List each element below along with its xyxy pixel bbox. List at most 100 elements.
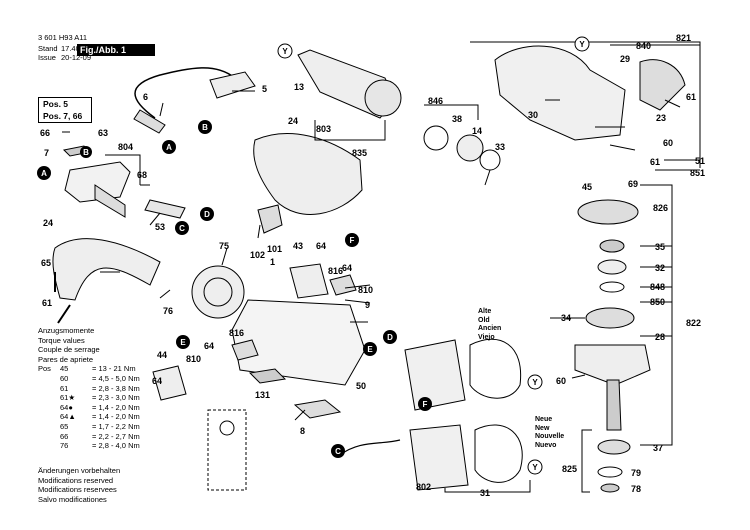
- torque-value: = 2,8 - 4,0 Nm: [92, 441, 140, 451]
- part-number-label: 61: [686, 92, 696, 102]
- part-number-label: 850: [650, 297, 665, 307]
- part-number-label: 7: [44, 148, 49, 158]
- part-number-label: 75: [219, 241, 229, 251]
- bracket-804: [105, 154, 141, 185]
- part-number-label: 68: [137, 170, 147, 180]
- torque-value: = 1,4 - 2,0 Nm: [92, 402, 140, 412]
- part-number-label: 803: [316, 124, 331, 134]
- legend-old-fr: Ancien: [478, 325, 502, 332]
- part-number-label: 9: [365, 300, 370, 310]
- part-number-label: 5: [262, 84, 267, 94]
- spindle: [606, 379, 622, 431]
- part-number-label: 816: [229, 328, 244, 338]
- part-number-label: 60: [556, 376, 566, 386]
- part-number-label: 61: [42, 298, 52, 308]
- part-number-label: 43: [293, 241, 303, 251]
- part-number-label: 810: [358, 285, 373, 295]
- connector-e: E: [367, 345, 373, 354]
- part-number-label: 835: [352, 148, 367, 158]
- cord-plug: [209, 71, 256, 99]
- torque-row: 76= 2,8 - 4,0 Nm: [38, 441, 140, 451]
- positions-line-1: Pos. 5: [43, 99, 69, 109]
- positions-box: Pos. 5 Pos. 7, 66: [38, 97, 92, 123]
- torque-pos: 61: [60, 383, 69, 393]
- bracket-44: [152, 365, 187, 401]
- motor-housing: [231, 299, 366, 386]
- part-number-label: 45: [582, 182, 592, 192]
- switch-slider: [144, 199, 186, 219]
- flange-34: [585, 307, 635, 329]
- issue-value: 20-12-09: [61, 53, 92, 62]
- torque-value: = 13 - 21 Nm: [92, 364, 136, 374]
- stand-label: Stand: [38, 44, 58, 53]
- bearing-33: [479, 149, 501, 171]
- issue-label: Issue: [38, 53, 56, 62]
- bracket-825: [581, 429, 592, 493]
- connector-c: C: [179, 224, 185, 233]
- ring-848: [599, 281, 625, 293]
- part-number-label: 53: [155, 222, 165, 232]
- torque-value: = 2,2 - 2,7 Nm: [92, 431, 140, 441]
- part-number-label: 14: [472, 126, 482, 136]
- part-number-label: 802: [416, 482, 431, 492]
- torque-value: = 2,8 - 3,8 Nm: [92, 383, 140, 393]
- clamp-816-bot: [231, 339, 259, 361]
- cover-8: [293, 399, 342, 419]
- fan-ring: [191, 265, 245, 319]
- bracket-822: [640, 184, 673, 446]
- part-number-label: 821: [676, 33, 691, 43]
- torque-row: 65= 1,7 - 2,2 Nm: [38, 422, 140, 432]
- legend-old: Alte Old Ancien Viejo: [478, 308, 501, 342]
- torque-row: 60= 4,5 - 5,0 Nm: [38, 374, 140, 384]
- torque-pos: 45: [60, 364, 69, 374]
- legend-old-de: Alte: [478, 308, 492, 315]
- connector-y: Y: [532, 463, 538, 472]
- connector-b: B: [83, 148, 89, 157]
- bearing-38: [423, 125, 449, 151]
- connector-y: Y: [579, 40, 585, 49]
- legend-new-en: New: [535, 424, 550, 432]
- connector-f: F: [350, 236, 355, 245]
- part-number-label: 79: [631, 468, 641, 478]
- part-number-label: 24: [43, 218, 53, 228]
- label-131: [248, 368, 287, 384]
- connector-y: Y: [282, 47, 288, 56]
- part-number-label: 35: [655, 242, 665, 252]
- part-number-label: 63: [98, 128, 108, 138]
- connector-d: D: [204, 210, 210, 219]
- legend-new-fr: Nouvelle: [535, 433, 565, 440]
- part-number-label: 32: [655, 263, 665, 273]
- torque-pos: 66: [60, 431, 69, 441]
- note-es: Salvo modificationes: [38, 494, 107, 504]
- ring-32: [597, 259, 627, 275]
- legend-old-es: Viejo: [478, 333, 495, 341]
- note-de: Änderungen vorbehalten: [38, 466, 121, 475]
- part-number-label: 804: [118, 142, 133, 152]
- torque-title-es: Pares de apriete: [38, 354, 94, 364]
- part-number-label: 76: [163, 306, 173, 316]
- torque-title-en: Torque values: [38, 335, 85, 345]
- switch-rod: [94, 184, 126, 218]
- part-number-label: 1: [270, 257, 275, 267]
- clamp-816-top: [329, 274, 357, 296]
- part-number-label: 101: [267, 244, 282, 254]
- part-number-label: 24: [288, 116, 298, 126]
- legend-new-de: Neue: [535, 416, 553, 423]
- cord-sleeve: [133, 109, 166, 134]
- torque-row: 64●= 1,4 - 2,0 Nm: [38, 403, 140, 413]
- legend-old-en: Old: [478, 316, 490, 324]
- part-number-label: 64: [204, 341, 214, 351]
- field-old: [404, 339, 466, 411]
- part-number-label: 840: [636, 41, 651, 51]
- part-number-label: 50: [356, 381, 366, 391]
- part-number-label: 6: [143, 92, 148, 102]
- gear-826: [577, 199, 639, 225]
- bracket-846: [424, 104, 479, 120]
- figure-title: Fig./Abb. 1: [77, 44, 155, 56]
- positions-line-2: Pos. 7, 66: [43, 111, 83, 121]
- part-labels: 1567891314232424282930313233343537384344…: [40, 33, 705, 498]
- torque-value: = 1,4 - 2,0 Nm: [92, 412, 140, 422]
- screw-61: [57, 304, 71, 324]
- torque-pos-label: Pos: [38, 364, 51, 374]
